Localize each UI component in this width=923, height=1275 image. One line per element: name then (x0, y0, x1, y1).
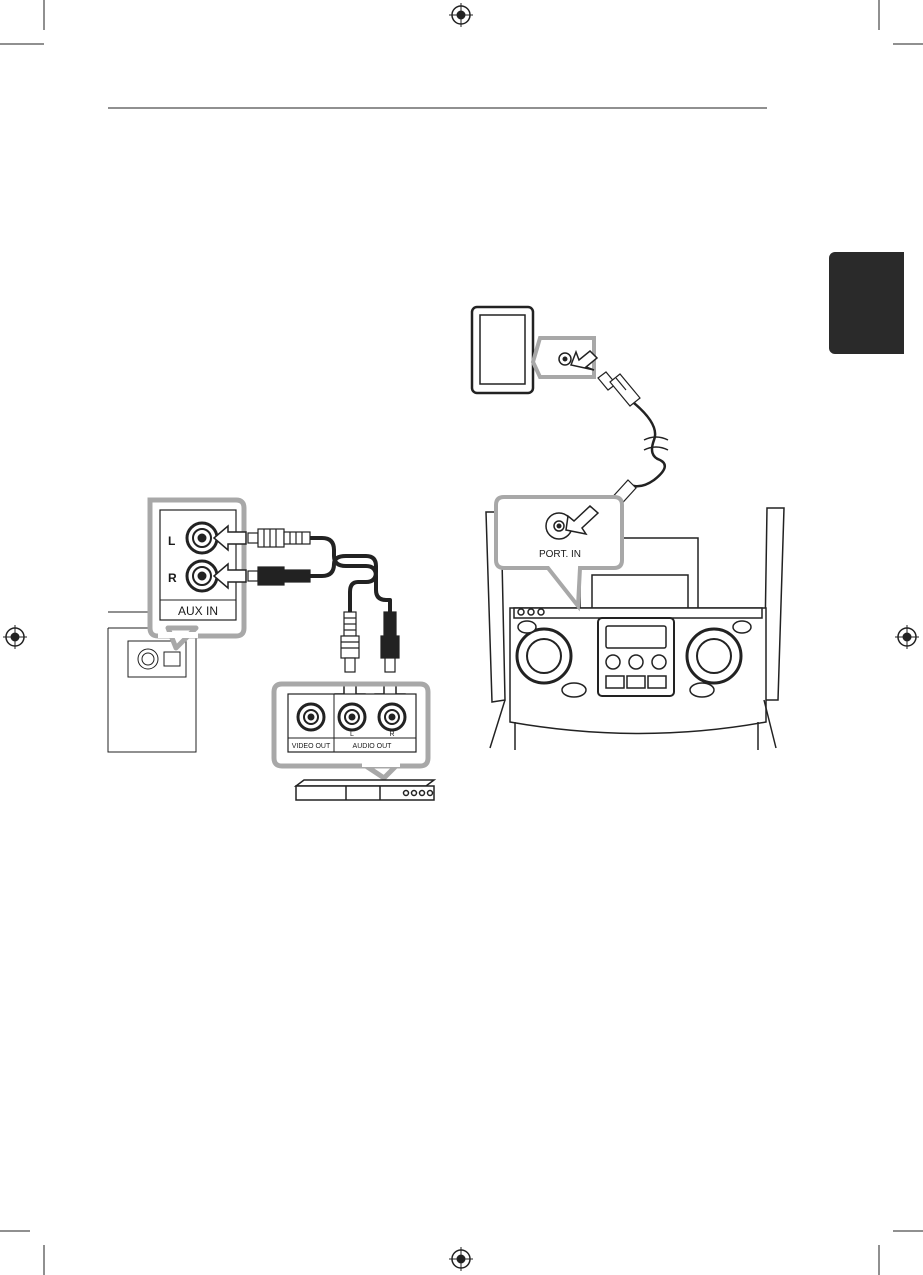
mini-plug-cable (628, 403, 665, 486)
port-in-label: PORT. IN (539, 549, 581, 560)
portable-player (472, 307, 533, 393)
player-headphone-jack (559, 353, 571, 365)
cable-break-mark (644, 437, 668, 450)
mini-plug-top (598, 372, 640, 406)
